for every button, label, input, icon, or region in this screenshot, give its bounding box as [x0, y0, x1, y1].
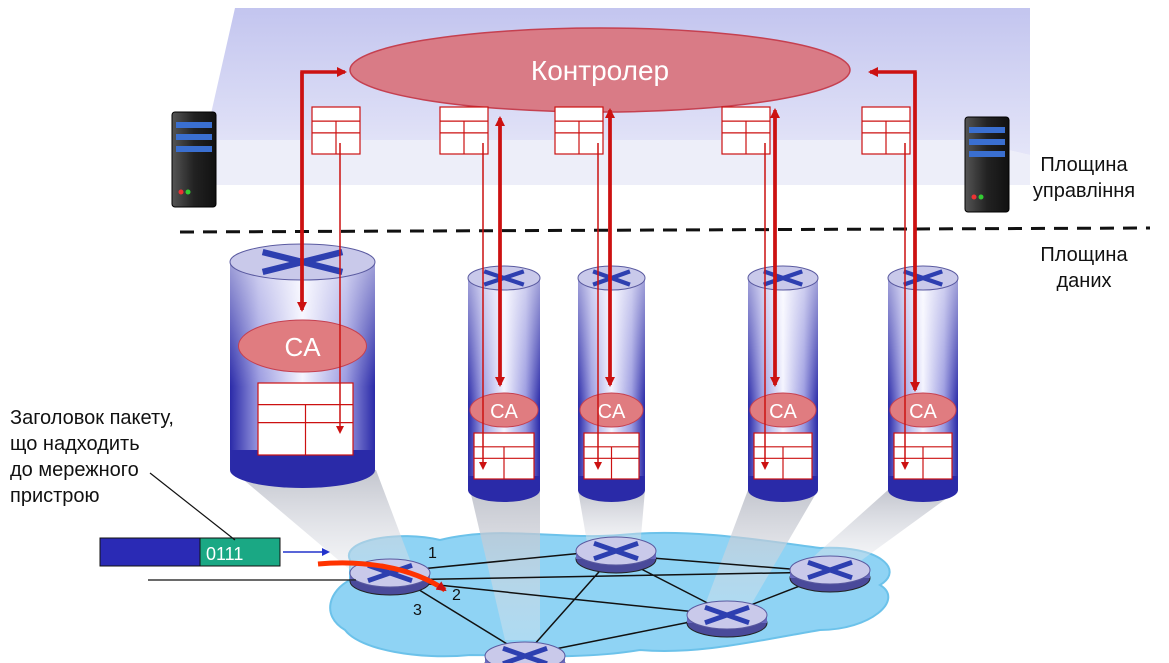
flow-table-icon — [753, 432, 813, 480]
network-router[interactable] — [575, 536, 657, 574]
router-icon — [467, 265, 541, 291]
callout-line4: пристрою — [10, 485, 100, 507]
flow-table-icon — [439, 106, 489, 155]
beams — [232, 470, 958, 640]
flow-table-icon — [861, 106, 911, 155]
plane-separator — [179, 226, 1151, 234]
agent: CA — [749, 392, 817, 428]
network-router[interactable] — [789, 555, 871, 593]
port-1-label: 1 — [428, 545, 437, 562]
switch-2[interactable]: CA — [467, 265, 541, 502]
flow-table-icon — [311, 106, 361, 155]
control-arrows — [297, 67, 920, 392]
table-install-arrows — [336, 143, 909, 470]
flow-table-icon — [257, 382, 354, 456]
data-plane-label-line2: даних — [1056, 270, 1112, 292]
control-plane-label: Площина управління — [1000, 152, 1168, 204]
control-plane-label-line2: управління — [1032, 180, 1136, 202]
agent-label: CA — [598, 401, 626, 423]
router-icon — [789, 555, 871, 585]
controller-label: Контролер — [531, 55, 669, 86]
packet-callout: Заголовок пакету, що надходить до мережн… — [10, 405, 240, 509]
switch-4[interactable]: CA — [747, 265, 819, 502]
agent-label: CA — [490, 401, 518, 423]
agent: CA — [469, 392, 539, 428]
control-plane-shadow — [180, 140, 1030, 185]
packet-header-value: 0111 — [206, 544, 243, 564]
callout-line2: що надходить — [10, 433, 140, 455]
agent-label: CA — [769, 401, 797, 423]
callout-line1: Заголовок пакету, — [10, 407, 174, 429]
flow-table-icon — [473, 432, 535, 480]
router-icon — [887, 265, 959, 291]
forwarding-arrow — [317, 560, 447, 593]
server-icon — [171, 111, 217, 208]
port-3-label: 3 — [413, 602, 422, 619]
agent: CA — [579, 392, 644, 428]
flow-table-icon — [554, 106, 604, 155]
router-icon — [686, 600, 768, 630]
router-icon — [484, 641, 566, 663]
flow-table-icon — [721, 106, 771, 155]
switch-5[interactable]: CA — [887, 265, 959, 502]
flow-table-icon — [583, 432, 640, 480]
control-plane-label-line1: Площина — [1040, 154, 1128, 176]
agent-label: CA — [909, 401, 937, 423]
flow-table-icon — [893, 432, 953, 480]
data-plane-label: Площина даних — [1000, 242, 1168, 294]
port-2-label: 2 — [452, 587, 461, 604]
server-icon — [964, 116, 1010, 213]
agent: CA — [889, 392, 957, 428]
callout-line3: до мережного — [10, 459, 139, 481]
network-router[interactable] — [484, 641, 566, 663]
router-icon — [747, 265, 819, 291]
router-icon — [575, 536, 657, 566]
agent-label: CA — [284, 332, 321, 362]
network-router[interactable] — [686, 600, 768, 638]
controller[interactable]: Контролер — [349, 27, 851, 113]
packet: 0111 — [99, 472, 356, 581]
data-plane-label-line1: Площина — [1040, 244, 1128, 266]
agent: CA — [238, 319, 367, 373]
